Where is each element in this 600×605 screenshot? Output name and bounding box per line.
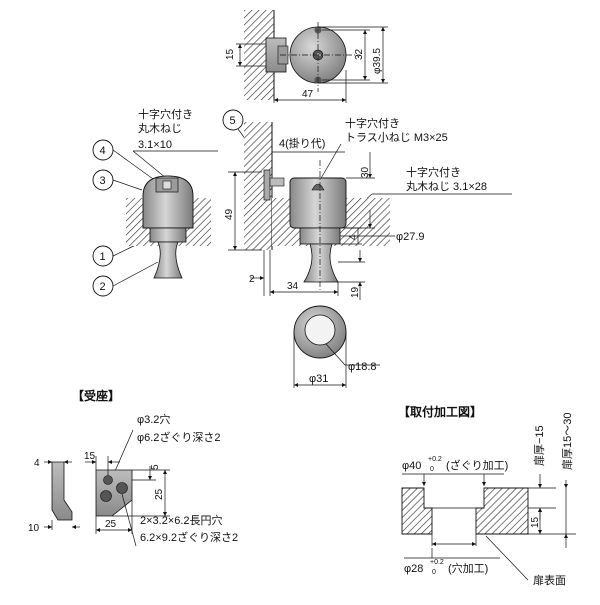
- right-screw-line2: 丸木ねじ 3.1×28: [406, 180, 487, 193]
- bottom-view: φ18.8 φ31: [293, 305, 380, 388]
- side-dim-phi27-9: φ27.9: [396, 231, 425, 243]
- strike-dim-5: 5: [150, 464, 161, 470]
- bore-bottom-tol-lower: 0: [432, 569, 436, 576]
- side-dim-34: 34: [287, 281, 299, 292]
- left-screw-line1: 十字穴付き: [138, 107, 193, 121]
- top-dim-phi39-5: φ39.5: [372, 48, 383, 74]
- bore-bottom-dia: φ28: [404, 563, 423, 575]
- side-dim-19: 19: [350, 286, 361, 298]
- bore-bottom-tol-upper: +0.2: [430, 559, 444, 566]
- door-thickness-minus: 扉厚−15: [533, 425, 546, 466]
- door-block-machined-right: [475, 487, 529, 535]
- overlap-dim: 4(掛り代): [279, 136, 325, 150]
- machining-dim-15: 15: [530, 516, 541, 528]
- latch-body-side: [303, 243, 339, 283]
- machining-title: 【取付加工図】: [398, 404, 482, 419]
- truss-screw-line2: トラス小ねじ M3×25: [345, 131, 448, 144]
- top-dim-32: 32: [354, 48, 365, 60]
- bore-top-tol-upper: +0.2: [428, 456, 442, 463]
- knob-ring-left: [149, 227, 187, 243]
- bore-top-tol-lower: 0: [430, 466, 434, 473]
- door-surface-label: 扉表面: [533, 573, 566, 587]
- strike-plate-title: 【受座】: [72, 388, 120, 403]
- bore-bottom-note: (穴加工): [448, 561, 488, 575]
- bottom-dim-phi31: φ31: [309, 373, 328, 385]
- latch-body-left: [153, 241, 183, 279]
- strike-plate-section: 【受座】 φ3.2穴 φ6.2ざぐり深さ2 4 10 15 5 25: [28, 388, 238, 547]
- door-block-machined: [401, 487, 433, 535]
- bore-top-dia: φ40: [402, 460, 421, 472]
- bore-top-note: (ざぐり加工): [446, 458, 508, 472]
- strike-hole-slot-left: [100, 490, 112, 502]
- bottom-dim-phi18-8: φ18.8: [348, 361, 377, 373]
- callout-1: 1: [92, 237, 151, 267]
- strike-hole-line1: φ3.2穴: [137, 412, 170, 426]
- callout-2: 2: [92, 261, 159, 297]
- knob-body-left: [142, 175, 194, 229]
- svg-text:3: 3: [100, 175, 106, 187]
- strike-slot-line2: 6.2×9.2ざぐり深さ2: [140, 530, 238, 544]
- strike-hole-slot-right: [116, 482, 128, 494]
- top-view: 15 32 φ39.5 47: [225, 10, 388, 103]
- strike-dim-15: 15: [84, 451, 96, 462]
- side-dim-2: 2: [249, 274, 255, 285]
- svg-text:1: 1: [100, 251, 106, 263]
- side-dim-4: 4: [348, 234, 359, 240]
- strike-dim-25-vertical: 25: [154, 488, 165, 500]
- side-dim-30: 30: [360, 166, 371, 178]
- left-screw-spec: 3.1×10: [138, 139, 172, 151]
- strike-plate-profile: [51, 461, 73, 521]
- svg-text:4: 4: [100, 145, 106, 157]
- callout-4: 4: [92, 139, 161, 185]
- truss-screw-line1: 十字穴付き: [345, 116, 400, 130]
- top-dim-15: 15: [225, 48, 236, 60]
- right-screw-line1: 十字穴付き: [406, 165, 461, 179]
- strike-dim-4: 4: [34, 458, 40, 469]
- side-view: 5 4(掛り代) 十字穴付き トラス小ねじ M3×25 十字穴付き 丸木ねじ 3…: [222, 109, 512, 300]
- svg-text:5: 5: [230, 115, 236, 127]
- door-thickness-range: 扉厚15〜30: [561, 413, 574, 470]
- callout-3: 3: [92, 169, 143, 191]
- strike-slot-line1: 2×3.2×6.2長円穴: [140, 513, 223, 527]
- machining-section: 【取付加工図】 扉厚−15 扉厚15〜30 φ40 +0.2 0 (ざぐり加工)…: [398, 404, 576, 587]
- left-screw-line2: 丸木ねじ: [138, 122, 182, 135]
- top-dim-47: 47: [302, 89, 314, 100]
- strike-hole-line2: φ6.2ざぐり深さ2: [137, 430, 221, 444]
- latch-inner-circle: [304, 314, 336, 346]
- parts-view: 十字穴付き 丸木ねじ 3.1×10 4 3 1 2: [92, 107, 218, 297]
- strike-dim-25-horizontal: 25: [105, 519, 117, 530]
- strike-plate-side: [263, 169, 271, 201]
- callout-5: 5: [222, 109, 269, 171]
- strike-hole-upper: [103, 475, 113, 485]
- side-dim-49: 49: [224, 208, 235, 220]
- strike-dim-10: 10: [28, 523, 40, 534]
- svg-text:2: 2: [100, 281, 106, 293]
